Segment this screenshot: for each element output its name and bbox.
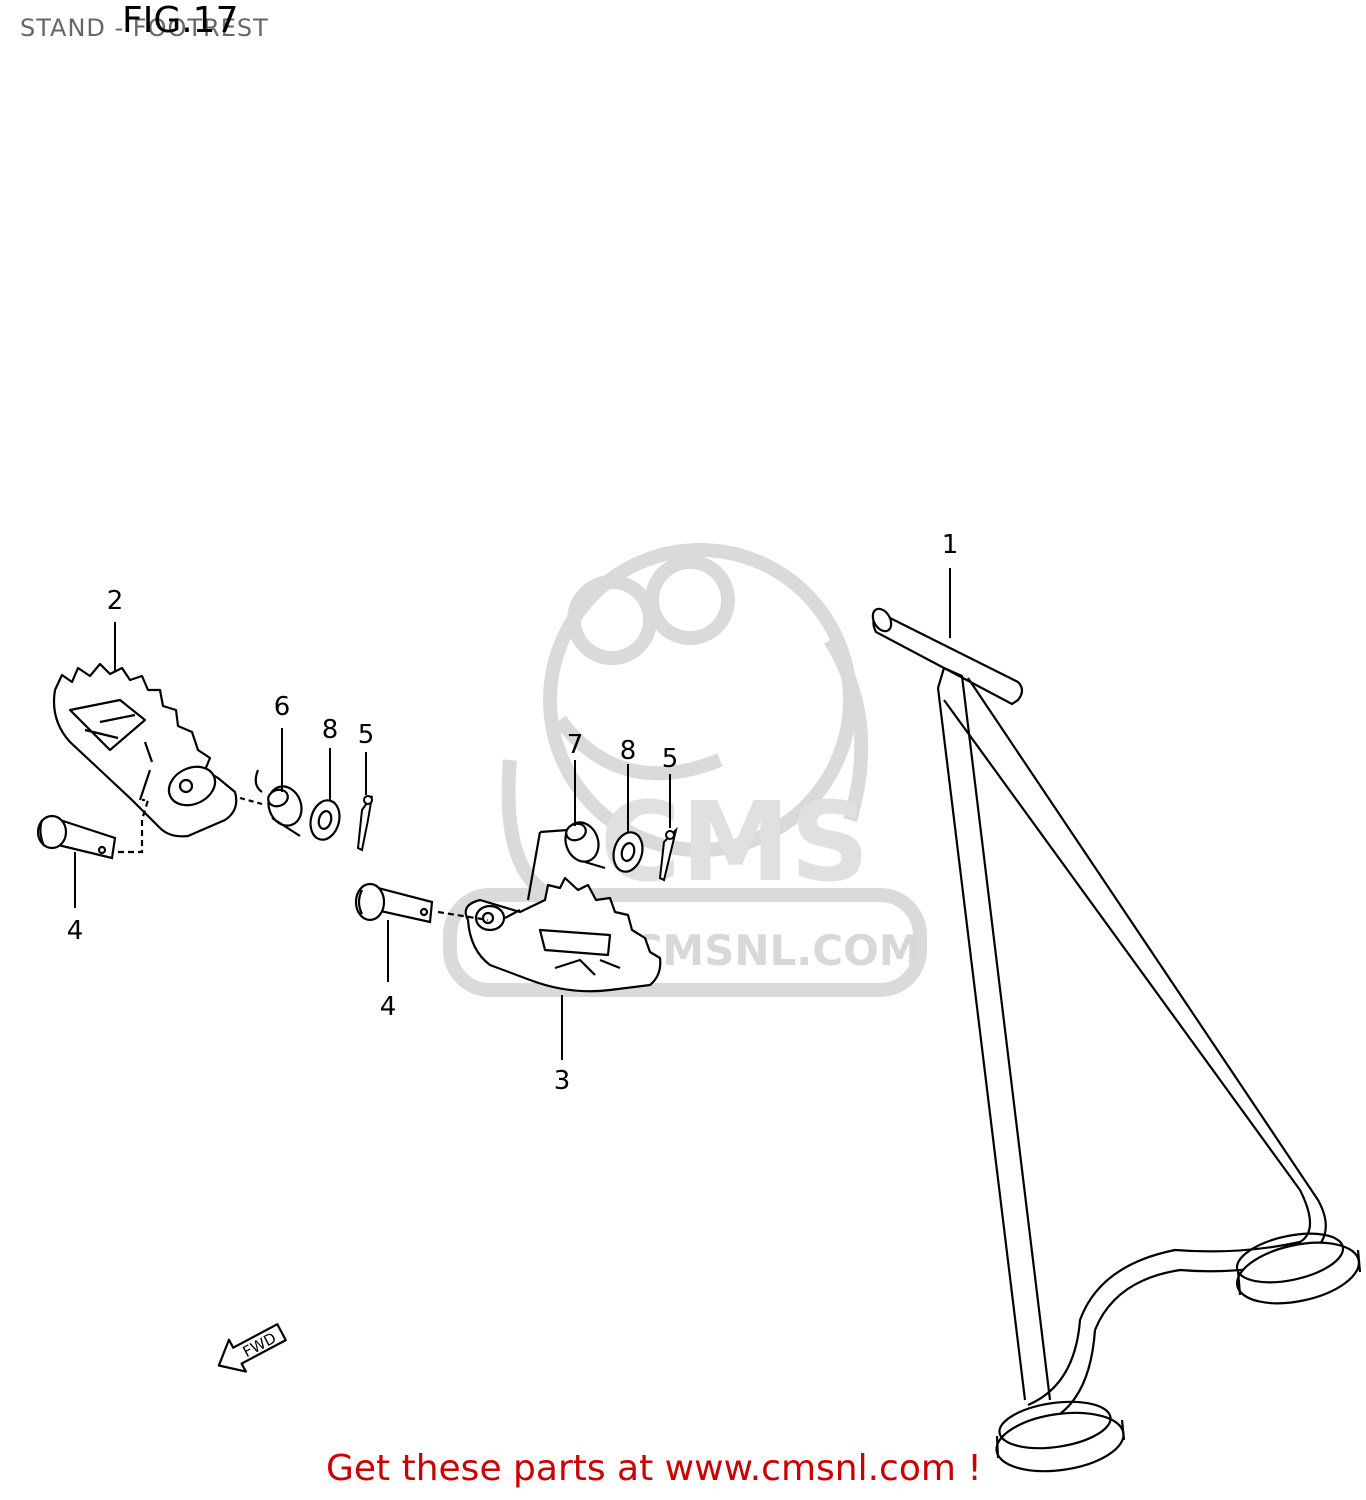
callout-4a: 4 <box>66 916 84 946</box>
callout-4b: 4 <box>379 992 397 1022</box>
callout-8b: 8 <box>619 736 637 766</box>
spring-part-7 <box>526 821 606 901</box>
get-parts-link[interactable]: Get these parts at www.cmsnl.com ! <box>326 1448 982 1489</box>
callout-1: 1 <box>941 530 959 560</box>
stand-part-1 <box>871 607 1362 1473</box>
footrest-left-part-2 <box>52 662 238 838</box>
figure-title: FIG.17 <box>122 0 239 41</box>
callout-3: 3 <box>553 1066 571 1096</box>
callout-5b: 5 <box>661 744 679 774</box>
washer-left-part-8 <box>309 799 341 841</box>
clevis-pin-left-part-4 <box>36 798 150 860</box>
cms-watermark-logo <box>443 543 927 997</box>
callout-5a: 5 <box>357 720 375 750</box>
clevis-pin-right-part-4 <box>354 882 489 924</box>
washer-right-part-8 <box>612 831 644 873</box>
callout-7: 7 <box>566 730 584 760</box>
spring-part-6 <box>239 769 303 837</box>
cotter-pin-left-part-5 <box>356 795 373 852</box>
callout-8a: 8 <box>321 715 339 745</box>
watermark-brand: CMS <box>600 778 869 906</box>
callout-2: 2 <box>106 586 124 616</box>
cotter-pin-right-part-5 <box>658 826 678 882</box>
footrest-right-part-3 <box>464 876 662 993</box>
callout-6: 6 <box>273 692 291 722</box>
diagram-subtitle: STAND - FOOTREST <box>20 14 269 42</box>
arrow-down-left-icon: FWD <box>217 1323 287 1373</box>
